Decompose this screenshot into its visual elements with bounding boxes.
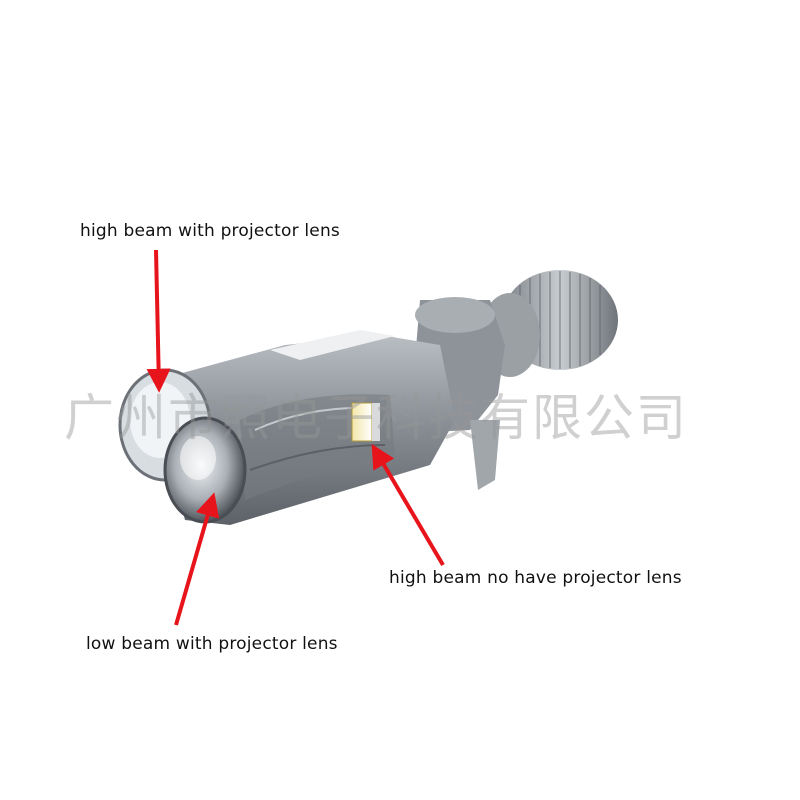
label-high-beam-no-lens: high beam no have projector lens: [389, 568, 682, 588]
label-high-beam-with-lens: high beam with projector lens: [80, 221, 340, 241]
led-chip: [351, 402, 380, 442]
arrow-high-nolens: [371, 443, 445, 567]
label-low-beam-with-lens: low beam with projector lens: [86, 634, 338, 654]
watermark-text: 广州市照电子科技有限公司: [64, 389, 688, 447]
arrow-low-lens: [174, 492, 220, 626]
low-beam-lens: [163, 416, 247, 524]
annotation-arrows: [146, 249, 445, 626]
arrow-high-lens: [146, 249, 171, 393]
